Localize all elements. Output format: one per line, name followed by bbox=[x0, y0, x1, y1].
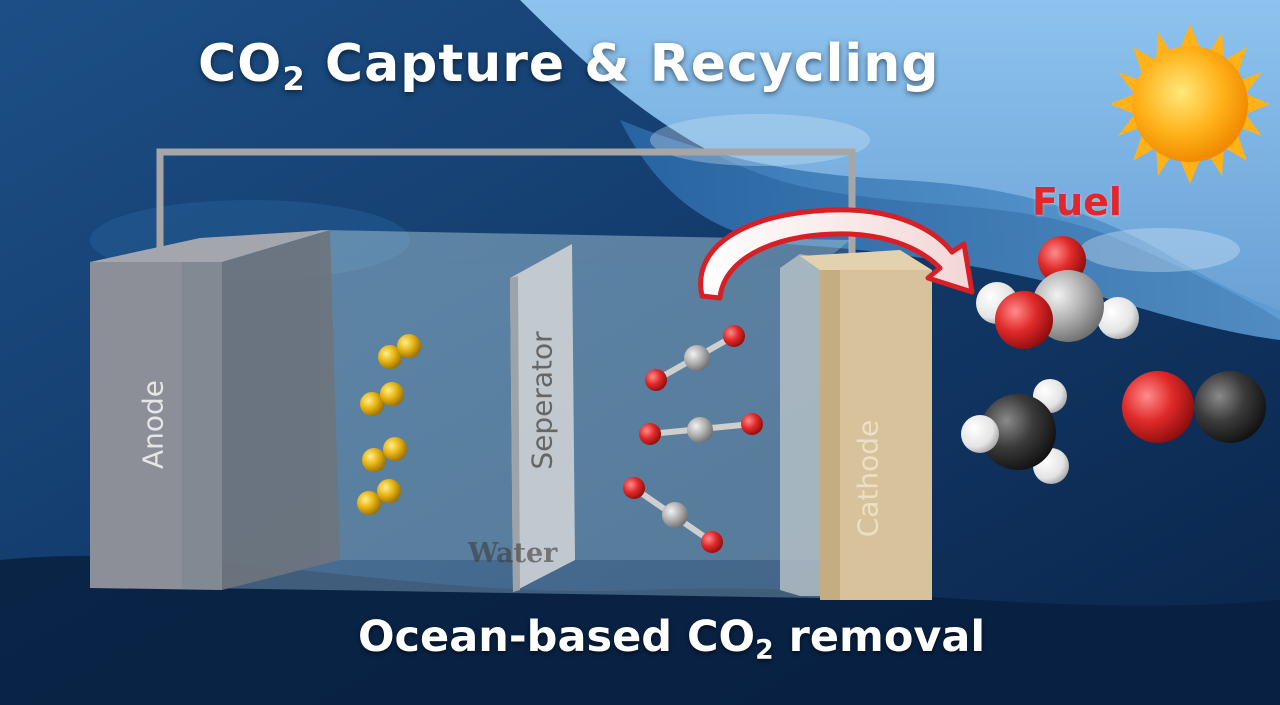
diagram-title: CO2 Capture & Recycling bbox=[198, 34, 939, 98]
cathode-label: Cathode bbox=[852, 419, 885, 539]
separator-label: Seperator bbox=[526, 331, 559, 471]
anode-label: Anode bbox=[137, 360, 170, 490]
sun-icon bbox=[1110, 24, 1270, 184]
anode-plate bbox=[90, 230, 340, 590]
diagram-caption: Ocean-based CO2 removal bbox=[358, 612, 985, 665]
water-label: Water bbox=[468, 538, 557, 569]
fuel-label: Fuel bbox=[1032, 180, 1122, 224]
